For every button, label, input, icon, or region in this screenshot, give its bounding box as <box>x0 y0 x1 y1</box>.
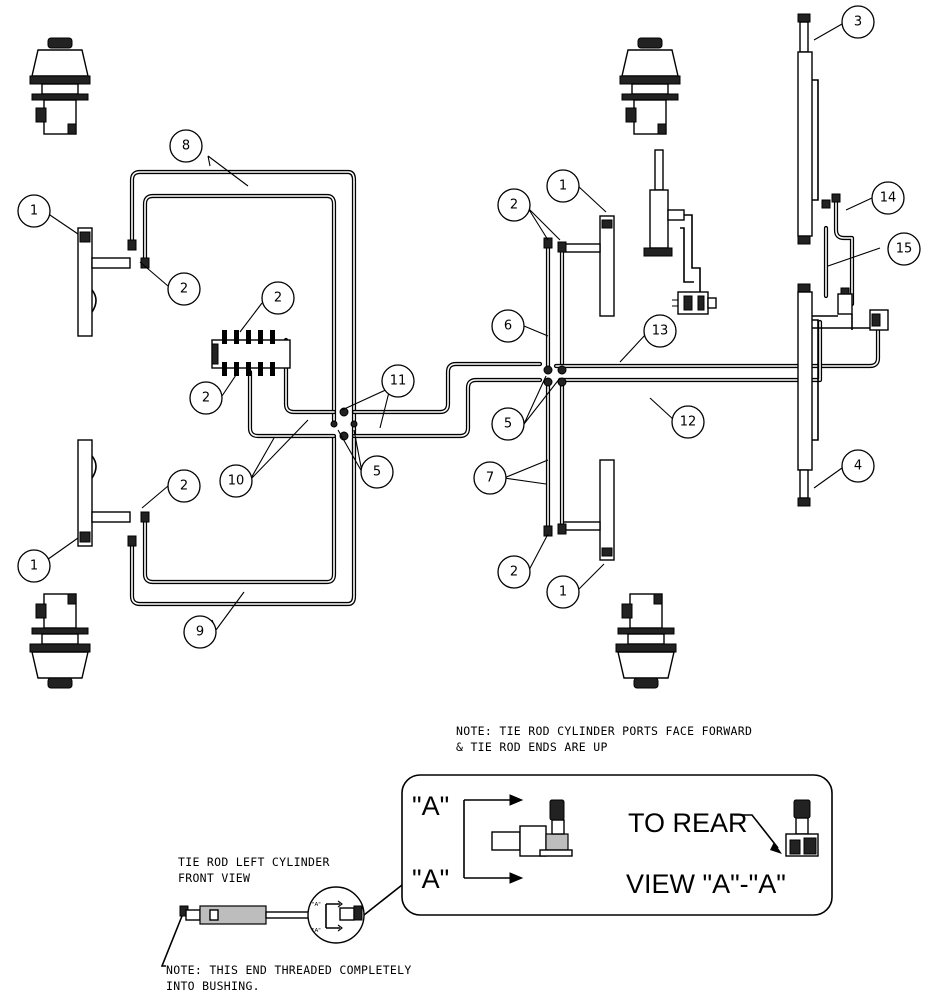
note-front-view-line1: TIE ROD LEFT CYLINDER <box>178 855 330 869</box>
callout-c8: 8 <box>169 129 203 163</box>
hose-assembly-8 <box>129 169 357 455</box>
svg-text:2: 2 <box>510 198 518 213</box>
rear-cylinder-lower <box>797 283 819 507</box>
hose-assembly-13 <box>553 327 881 369</box>
detail-a-bottom-label: "A" <box>412 864 449 894</box>
detail-view-label: VIEW "A"-"A" <box>626 869 786 899</box>
svg-text:11: 11 <box>390 374 407 389</box>
callout-c13: 13 <box>643 314 677 348</box>
steering-cylinder-right-upper <box>561 215 615 317</box>
callout-c6: 6 <box>491 309 525 343</box>
callout-c4: 4 <box>841 449 875 483</box>
steering-cylinder-left-lower <box>77 439 131 547</box>
mast-cylinder <box>643 149 701 292</box>
svg-text:9: 9 <box>196 625 204 640</box>
svg-text:10: 10 <box>228 474 245 489</box>
callout-c2b: 2 <box>261 281 295 315</box>
svg-text:5: 5 <box>504 417 512 432</box>
svg-text:13: 13 <box>652 324 669 339</box>
elbow-fittings <box>127 237 567 547</box>
svg-text:2: 2 <box>180 282 188 297</box>
callout-c2c: 2 <box>189 381 223 415</box>
svg-text:14: 14 <box>880 191 897 206</box>
callout-c9: 9 <box>183 615 217 649</box>
hose-assembly-9 <box>129 435 357 607</box>
svg-text:3: 3 <box>854 15 862 30</box>
svg-text:15: 15 <box>896 242 913 257</box>
callout-c1c: 1 <box>546 169 580 203</box>
note-ports-line1: NOTE: TIE ROD CYLINDER PORTS FACE FORWAR… <box>456 724 752 738</box>
svg-text:2: 2 <box>274 291 282 306</box>
svg-text:4: 4 <box>854 459 862 474</box>
callout-c7: 7 <box>473 461 507 495</box>
callout-c5b: 5 <box>491 407 525 441</box>
svg-text:2: 2 <box>180 479 188 494</box>
callout-c14: 14 <box>871 181 905 215</box>
callout-c15: 15 <box>887 232 921 266</box>
callout-c2f: 2 <box>497 555 531 589</box>
callout-c2d: 2 <box>167 469 201 503</box>
mini-a-top: "A" <box>312 902 321 908</box>
note-front-view-line2: FRONT VIEW <box>178 871 250 885</box>
tee-fittings-right <box>543 365 567 387</box>
steering-cylinder-left-upper <box>77 227 131 337</box>
hose-assembly-11 <box>351 361 543 439</box>
callout-c1a: 1 <box>17 194 51 228</box>
callout-c10: 10 <box>219 464 253 498</box>
leader-lines <box>43 23 881 631</box>
steering-valve-block <box>211 330 291 376</box>
callout-c2a: 2 <box>167 272 201 306</box>
svg-text:2: 2 <box>202 391 210 406</box>
callout-c3: 3 <box>841 5 875 39</box>
callout-c1d: 1 <box>546 575 580 609</box>
svg-text:2: 2 <box>510 565 518 580</box>
detail-to-rear-label: TO REAR <box>628 808 748 838</box>
tie-rod-left-cylinder-front-view <box>160 905 317 967</box>
callout-c2e: 2 <box>497 188 531 222</box>
svg-text:6: 6 <box>504 319 512 334</box>
svg-text:1: 1 <box>559 179 567 194</box>
svg-text:8: 8 <box>182 139 190 154</box>
svg-text:1: 1 <box>559 585 567 600</box>
solenoid-valve <box>672 291 717 315</box>
wheel-hub-bottom-right <box>615 593 677 689</box>
steering-cylinder-right-lower <box>561 459 615 561</box>
note-threaded-line1: NOTE: THIS END THREADED COMPLETELY <box>166 963 412 977</box>
wheel-hub-bottom-left <box>29 593 91 689</box>
callout-c1b: 1 <box>17 549 51 583</box>
svg-text:1: 1 <box>30 204 38 219</box>
callout-c11: 11 <box>381 364 415 398</box>
rear-valves <box>812 193 889 331</box>
hose-assembly-6 <box>545 243 565 373</box>
svg-text:5: 5 <box>373 465 381 480</box>
tee-fittings-center <box>330 407 358 441</box>
detail-view-a-a: "A" "A" TO REAR VIEW "A"-"A" <box>401 774 833 916</box>
hose-assembly-12 <box>557 319 823 383</box>
hose-assembly-7 <box>545 379 565 533</box>
wheel-hub-top-left <box>29 37 91 135</box>
detail-circle-mini: "A" "A" <box>307 884 403 944</box>
note-threaded-line2: INTO BUSHING. <box>166 979 260 993</box>
wheel-hub-top-right <box>619 37 681 135</box>
svg-text:12: 12 <box>680 415 697 430</box>
svg-text:1: 1 <box>30 559 38 574</box>
hose-assembly-10 <box>247 337 337 439</box>
callout-c5a: 5 <box>360 455 394 489</box>
mini-a-bottom: "A" <box>312 928 321 934</box>
callout-c12: 12 <box>671 405 705 439</box>
note-ports-line2: & TIE ROD ENDS ARE UP <box>456 740 608 754</box>
hose-assembly-14 <box>833 195 855 307</box>
svg-text:7: 7 <box>486 471 494 486</box>
rear-cylinder-upper <box>797 13 819 245</box>
detail-a-top-label: "A" <box>412 791 449 821</box>
